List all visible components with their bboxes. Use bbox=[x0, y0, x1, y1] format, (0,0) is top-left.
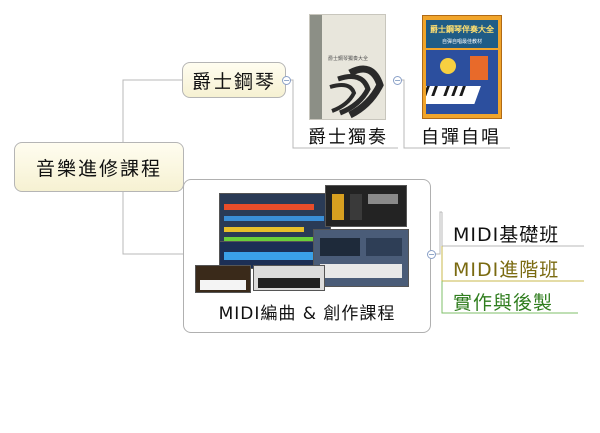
synth-window bbox=[313, 229, 409, 287]
book-cover-jazz-solo-title: 爵士鋼琴獨奏大全 bbox=[328, 56, 369, 62]
leaf-practice-post[interactable]: 實作與後製 bbox=[453, 292, 554, 314]
book-cover-sing-subtitle: 自彈自唱最佳教材 bbox=[441, 39, 482, 45]
book-caption-jazz-solo[interactable]: 爵士獨奏 bbox=[308, 127, 388, 148]
root-topic-label: 音樂進修課程 bbox=[35, 157, 162, 180]
book-cover-sing-and-play: 爵士鋼琴伴奏大全 自彈自唱最佳教材 bbox=[422, 15, 502, 119]
leaf-midi-advanced[interactable]: MIDI進階班 bbox=[453, 259, 560, 281]
cover-band bbox=[310, 15, 322, 119]
waveform-window bbox=[219, 241, 321, 269]
cover-illustration bbox=[423, 50, 498, 114]
leaf-midi-basic[interactable]: MIDI基礎班 bbox=[453, 224, 560, 246]
midi-software-screenshots bbox=[191, 183, 423, 297]
sequencer-window bbox=[219, 193, 331, 247]
topic-jazz-piano[interactable]: 爵士鋼琴 bbox=[182, 62, 286, 98]
piano-window bbox=[195, 265, 251, 293]
book-caption-sing-and-play[interactable]: 自彈自唱 bbox=[421, 127, 501, 148]
collapse-midi-icon[interactable]: − bbox=[427, 250, 436, 259]
cover-title-band: 爵士鋼琴伴奏大全 自彈自唱最佳教材 bbox=[426, 20, 498, 48]
piano-keys-art bbox=[423, 56, 488, 104]
root-topic[interactable]: 音樂進修課程 bbox=[14, 142, 184, 192]
topic-midi-course-label: MIDI編曲 & 創作課程 bbox=[218, 304, 396, 324]
keyboard-window bbox=[253, 265, 325, 291]
book-cover-jazz-solo: 爵士鋼琴獨奏大全 bbox=[309, 14, 386, 120]
collapse-jazz-icon[interactable]: − bbox=[282, 76, 291, 85]
mixer-window bbox=[325, 185, 407, 227]
cover-stripes bbox=[329, 65, 384, 119]
topic-jazz-piano-label: 爵士鋼琴 bbox=[191, 70, 276, 93]
collapse-book-icon[interactable]: − bbox=[393, 76, 402, 85]
book-cover-sing-title: 爵士鋼琴伴奏大全 bbox=[430, 25, 494, 34]
